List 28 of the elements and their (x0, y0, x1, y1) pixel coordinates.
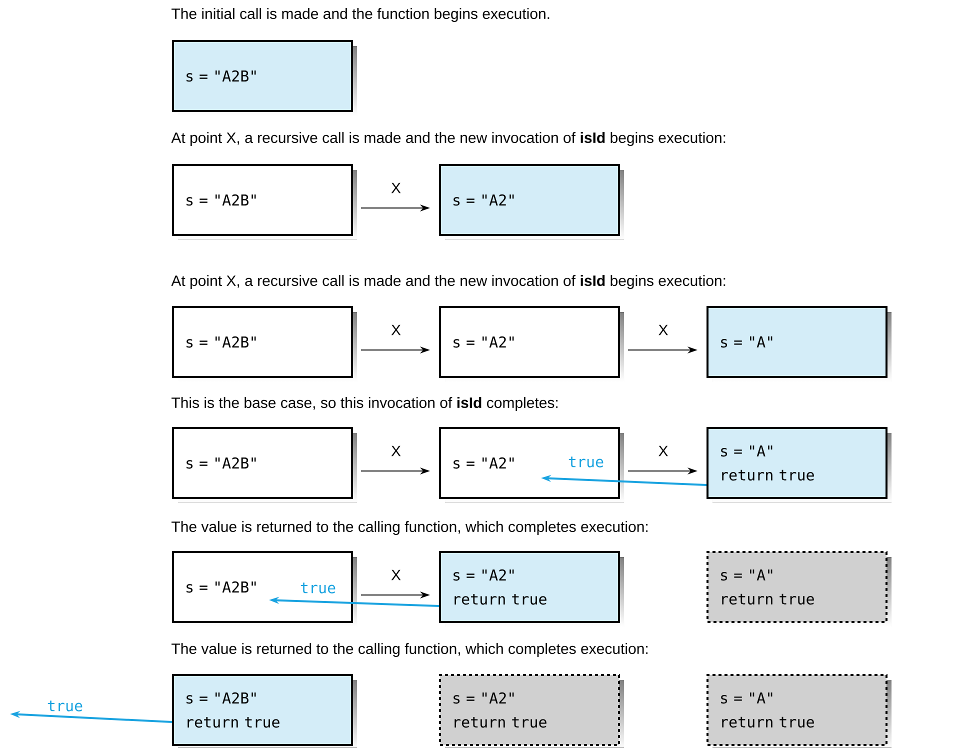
call-box: s = "A2B" (172, 306, 357, 382)
edge-label: X (391, 182, 401, 194)
call-box: s = "A" return true (706, 674, 892, 748)
call-box: s = "A2" return true (439, 551, 624, 627)
edge-label: X (658, 324, 668, 336)
call-box: s = "A" return true (706, 551, 892, 627)
caption-text: The value is returned to the calling function, which completes execution: (172, 643, 648, 657)
caption-text: This is the base case, so this invocation of isId completes: (172, 397, 558, 411)
caption-text: At point X, a recursive call is made and the new invocation of isId begins execution: (171, 132, 726, 146)
call-box: s = "A2B" (172, 164, 357, 240)
call-box: s = "A" (706, 306, 892, 382)
caption-text: The initial call is made and the function begins execution. (172, 8, 550, 22)
edge-label: X (658, 446, 668, 456)
call-box: s = "A2B" (172, 40, 357, 116)
edge-label: true (300, 582, 336, 594)
edge-label: true (48, 700, 82, 712)
call-box: s = "A2" return true (439, 674, 624, 748)
call-box: s = "A2" (439, 164, 624, 240)
edge-label: X (391, 446, 401, 456)
edge-label: true (568, 456, 604, 468)
call-box: s = "A" return true (706, 427, 892, 503)
call-box: s = "A2B" (172, 427, 357, 503)
caption-text: At point X, a recursive call is made and the new invocation of isId begins execution: (171, 275, 726, 289)
edge-label: X (391, 324, 401, 336)
caption-text: The value is returned to the calling function, which completes execution: (172, 521, 648, 535)
call-box: s = "A2B" return true (172, 674, 357, 748)
call-box: s = "A2" (439, 306, 624, 382)
edge-label: X (391, 570, 401, 580)
